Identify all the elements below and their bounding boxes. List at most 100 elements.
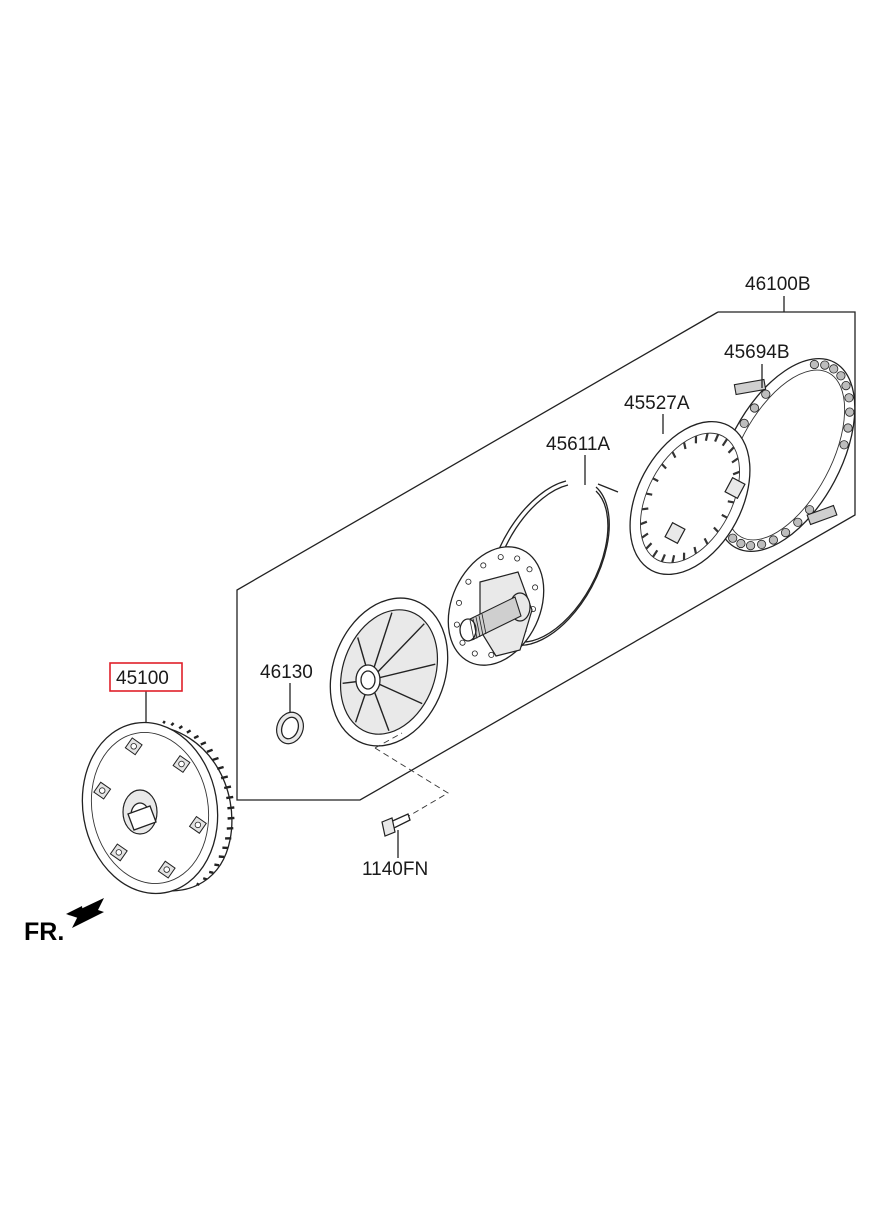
pump-hole [471, 650, 478, 657]
reaction-plate-tooth [714, 433, 720, 443]
shaft-spline [472, 618, 478, 639]
converter-lug-hole [194, 821, 202, 829]
ring-gear-tooth [223, 785, 232, 790]
ring-gear-tooth [196, 882, 200, 887]
clutch-bead [739, 418, 749, 428]
clutch-bead [809, 359, 820, 370]
reaction-plate-tooth [713, 526, 719, 533]
pump-hole [459, 639, 466, 646]
reaction-plate-tooth [641, 507, 649, 511]
converter-lug-hole [130, 743, 137, 750]
front-direction-arrow-icon [66, 898, 104, 928]
ring-gear-tooth [193, 734, 200, 740]
reaction-plate-tooth [660, 553, 666, 563]
label-45694B[interactable]: 45694B [724, 342, 790, 363]
reaction-plate-tooth [651, 549, 659, 558]
ring-gear-tooth [178, 725, 184, 730]
pump-hole [514, 555, 521, 562]
pump-hole [453, 621, 460, 628]
ring-gear-tooth [214, 863, 220, 867]
ring-gear-tooth [227, 806, 235, 810]
shaft-spline [475, 616, 481, 638]
reaction-plate-tooth [645, 542, 653, 550]
pump-spoke [369, 623, 425, 681]
reaction-plate-tooth [645, 492, 653, 496]
converter-lug-hole [163, 866, 170, 873]
shaft-splines [469, 613, 487, 641]
reaction-plate-tooth [640, 520, 648, 526]
direction-label: FR. [24, 918, 64, 946]
converter-lug-hole [115, 849, 122, 856]
ring-gear-tooth [216, 765, 224, 770]
clutch-bead [793, 517, 803, 527]
clutch-bead [841, 380, 851, 391]
label-45100[interactable]: 45100 [116, 668, 169, 689]
pump-spoke [369, 663, 436, 681]
pump-hole [488, 651, 495, 658]
label-46130[interactable]: 46130 [260, 662, 313, 683]
ring-gear-tooth [186, 729, 192, 734]
label-45527A[interactable]: 45527A [624, 393, 690, 414]
reaction-plate-tooth [727, 446, 735, 454]
assembly-boundary [236, 311, 856, 801]
converter-lug-hole [98, 787, 106, 794]
clutch-bead [845, 407, 855, 417]
ring-gear-tooth [212, 756, 219, 762]
ring-gear-tooth [202, 877, 208, 881]
pump-hole [465, 578, 472, 585]
clutch-pack-45694B[interactable] [686, 336, 883, 574]
reaction-plate-tooth [652, 477, 659, 483]
oil-pump-front-body[interactable] [310, 581, 467, 762]
shaft-spline [481, 613, 487, 635]
pump-hole [455, 599, 462, 606]
oil-pump-rear-housing[interactable] [430, 531, 562, 681]
reaction-plate-tooth [721, 513, 728, 519]
reaction-plate-tooth [721, 438, 729, 447]
converter-lug-hole [178, 760, 185, 768]
ring-gear-tooth [170, 722, 175, 727]
pump-hole [497, 554, 504, 561]
clutch-bead [736, 538, 746, 549]
shaft-spline [469, 619, 475, 641]
reaction-plate-tooth [661, 463, 667, 470]
ring-gear-tooth [226, 795, 234, 800]
pump-hole [526, 566, 533, 573]
label-46100B[interactable]: 46100B [745, 274, 811, 295]
bolt-guide-dashed-2 [374, 732, 403, 749]
highlight-box [109, 662, 183, 692]
reaction-plate-tooth [704, 432, 709, 442]
clutch-bead [768, 535, 779, 545]
reaction-plate-tooth [703, 537, 709, 545]
label-1140FN[interactable]: 1140FN [362, 859, 428, 880]
clutch-bead [761, 389, 771, 399]
reaction-plate-tooth [732, 470, 740, 476]
converter-mounting-lugs [93, 737, 207, 879]
clutch-bead [844, 393, 854, 403]
pump-hole [480, 562, 487, 569]
clutch-bead [839, 440, 849, 450]
converter-ring-gear [162, 720, 235, 887]
pump-hole [532, 584, 539, 591]
reaction-plate-tooth [731, 457, 739, 464]
reaction-plate-tooth [727, 500, 735, 504]
reaction-plate-tooth [682, 442, 687, 450]
reaction-plate-tooth [671, 554, 676, 564]
ring-gear-tooth [227, 816, 235, 820]
clutch-bead [749, 403, 760, 413]
ring-gear-tooth [162, 720, 166, 724]
bolt-1140FN[interactable] [381, 813, 411, 837]
clutch-bead [820, 360, 830, 370]
reaction-plate-45527A[interactable] [606, 401, 775, 595]
reaction-plate-tooth [671, 451, 677, 459]
ring-gear-tooth [206, 748, 214, 754]
clutch-bead [836, 371, 846, 381]
ring-gear-tooth [220, 775, 229, 780]
bolt-guide-dashed [374, 747, 449, 821]
torque-converter-45100[interactable] [69, 712, 235, 905]
label-45611A[interactable]: 45611A [546, 434, 610, 455]
ring-gear-tooth [208, 870, 214, 874]
clutch-bead [745, 540, 756, 551]
clutch-bead [756, 539, 767, 550]
oil-seal-46130[interactable] [272, 709, 307, 748]
